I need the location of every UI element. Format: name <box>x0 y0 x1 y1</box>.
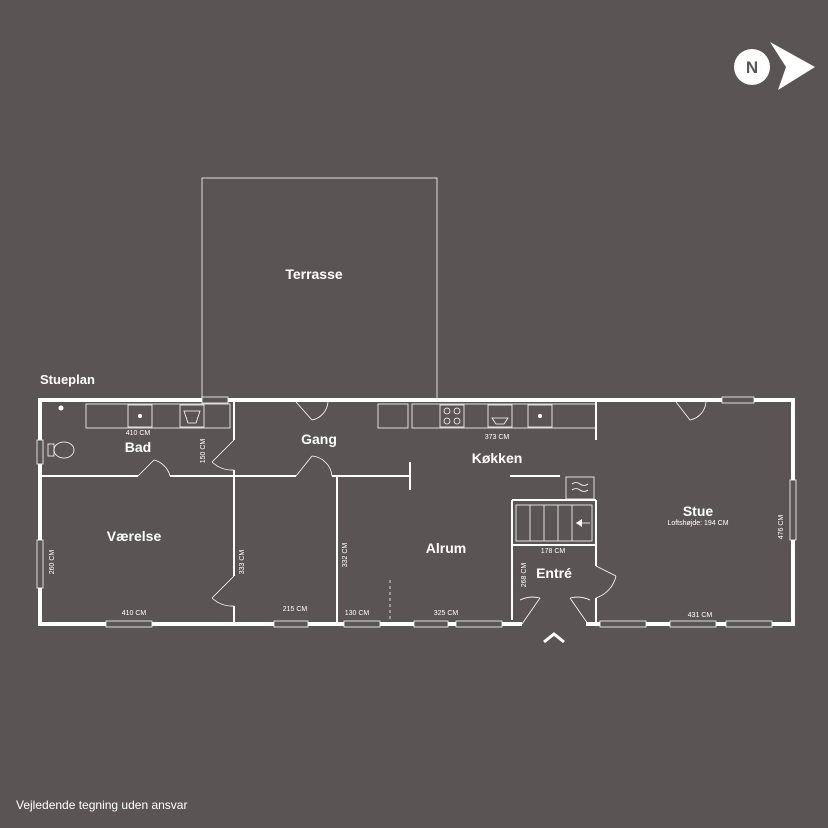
dim-alrum-width: 325 CM <box>434 610 459 617</box>
dim-hall-width: 215 CM <box>283 606 308 613</box>
entrance-arrow-icon <box>543 632 565 644</box>
compass-letter: N <box>746 58 758 77</box>
dim-bad-width: 410 CM <box>126 430 151 437</box>
dim-entre-depth: 268 CM <box>521 563 528 588</box>
dim-koekken-width: 373 CM <box>485 434 510 441</box>
staircase <box>515 504 593 542</box>
room-label-bad: Bad <box>125 439 151 455</box>
north-compass-icon: N <box>734 42 815 90</box>
dim-entre-width: 178 CM <box>541 548 566 555</box>
exterior-walls <box>38 398 795 626</box>
interior-walls <box>40 400 597 624</box>
plan-title: Stueplan <box>40 372 95 387</box>
dim-bad-depth: 150 CM <box>200 439 207 464</box>
room-label-entre: Entré <box>536 565 572 581</box>
room-label-terrasse: Terrasse <box>285 266 343 282</box>
stue-ceiling-height: Loftshøjde: 194 CM <box>667 520 728 527</box>
windows <box>36 396 797 628</box>
room-label-koekken: Køkken <box>472 450 523 466</box>
room-label-stue: Stue <box>683 503 714 519</box>
room-label-gang: Gang <box>301 431 337 447</box>
door-swings <box>137 401 707 625</box>
kitchen-fixtures <box>377 403 597 500</box>
dim-alrum-depth: 332 CM <box>342 543 349 568</box>
dim-hall-depth: 333 CM <box>239 550 246 575</box>
terrasse-outline <box>201 177 438 401</box>
bathroom-fixtures <box>47 403 231 459</box>
dim-alrum-side: 130 CM <box>345 610 370 617</box>
disclaimer-text: Vejledende tegning uden ansvar <box>16 798 187 812</box>
dim-stue-depth: 476 CM <box>778 515 785 540</box>
dim-stue-width: 431 CM <box>688 612 713 619</box>
room-label-alrum: Alrum <box>426 540 466 556</box>
dim-vaerelse-width: 410 CM <box>122 610 147 617</box>
room-label-vaerelse: Værelse <box>107 528 162 544</box>
dim-vaerelse-depth: 260 CM <box>49 550 56 575</box>
